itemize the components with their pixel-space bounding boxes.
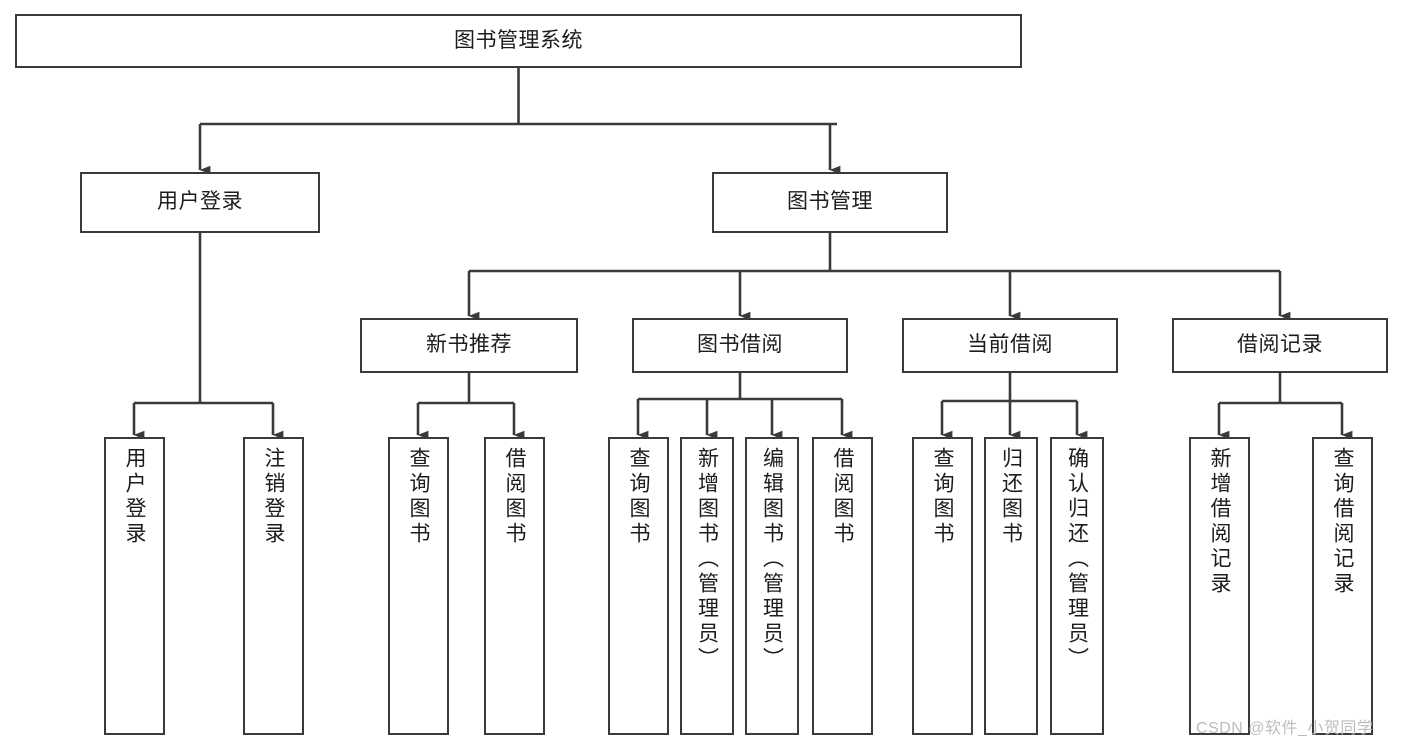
node-leaf-borrow-book-1-label: 借阅图书 bbox=[503, 447, 526, 547]
node-borrow-record-label: 借阅记录 bbox=[1237, 333, 1323, 357]
node-user-login[interactable]: 用户登录 bbox=[80, 172, 320, 233]
node-leaf-query-book-3-label: 查询图书 bbox=[931, 447, 954, 547]
node-leaf-user-login-label: 用户登录 bbox=[123, 447, 146, 547]
node-leaf-query-book-3[interactable]: 查询图书 bbox=[912, 437, 973, 735]
node-root[interactable]: 图书管理系统 bbox=[15, 14, 1022, 68]
node-new-book-rec[interactable]: 新书推荐 bbox=[360, 318, 578, 373]
node-leaf-confirm-return[interactable]: 确认归还（管理员） bbox=[1050, 437, 1104, 735]
node-leaf-borrow-book-1[interactable]: 借阅图书 bbox=[484, 437, 545, 735]
node-user-login-label: 用户登录 bbox=[157, 190, 243, 214]
node-book-borrow[interactable]: 图书借阅 bbox=[632, 318, 848, 373]
node-leaf-query-record-label: 查询借阅记录 bbox=[1331, 447, 1354, 597]
node-leaf-query-book-2[interactable]: 查询图书 bbox=[608, 437, 669, 735]
node-leaf-borrow-book-2[interactable]: 借阅图书 bbox=[812, 437, 873, 735]
node-root-label: 图书管理系统 bbox=[454, 28, 583, 52]
node-book-manage-label: 图书管理 bbox=[787, 190, 873, 214]
node-leaf-return-book[interactable]: 归还图书 bbox=[984, 437, 1038, 735]
node-borrow-record[interactable]: 借阅记录 bbox=[1172, 318, 1388, 373]
node-leaf-query-book-1-label: 查询图书 bbox=[407, 447, 430, 547]
node-leaf-confirm-return-label: 确认归还（管理员） bbox=[1065, 447, 1089, 672]
node-leaf-add-book-label: 新增图书（管理员） bbox=[695, 447, 719, 672]
node-book-manage[interactable]: 图书管理 bbox=[712, 172, 948, 233]
node-book-borrow-label: 图书借阅 bbox=[697, 333, 783, 357]
node-leaf-query-book-1[interactable]: 查询图书 bbox=[388, 437, 449, 735]
node-current-borrow-label: 当前借阅 bbox=[967, 333, 1053, 357]
node-leaf-add-record-label: 新增借阅记录 bbox=[1208, 447, 1231, 597]
node-leaf-user-login[interactable]: 用户登录 bbox=[104, 437, 165, 735]
node-leaf-add-book[interactable]: 新增图书（管理员） bbox=[680, 437, 734, 735]
node-leaf-query-record[interactable]: 查询借阅记录 bbox=[1312, 437, 1373, 735]
node-leaf-query-book-2-label: 查询图书 bbox=[627, 447, 650, 547]
node-leaf-add-record[interactable]: 新增借阅记录 bbox=[1189, 437, 1250, 735]
watermark-text: CSDN @软件_小贺同学 bbox=[1196, 720, 1374, 737]
node-leaf-borrow-book-2-label: 借阅图书 bbox=[831, 447, 854, 547]
node-current-borrow[interactable]: 当前借阅 bbox=[902, 318, 1118, 373]
node-leaf-logout-label: 注销登录 bbox=[262, 447, 285, 547]
node-new-book-rec-label: 新书推荐 bbox=[426, 333, 512, 357]
node-leaf-edit-book-label: 编辑图书（管理员） bbox=[760, 447, 784, 672]
node-leaf-logout[interactable]: 注销登录 bbox=[243, 437, 304, 735]
node-leaf-edit-book[interactable]: 编辑图书（管理员） bbox=[745, 437, 799, 735]
node-leaf-return-book-label: 归还图书 bbox=[999, 447, 1023, 547]
